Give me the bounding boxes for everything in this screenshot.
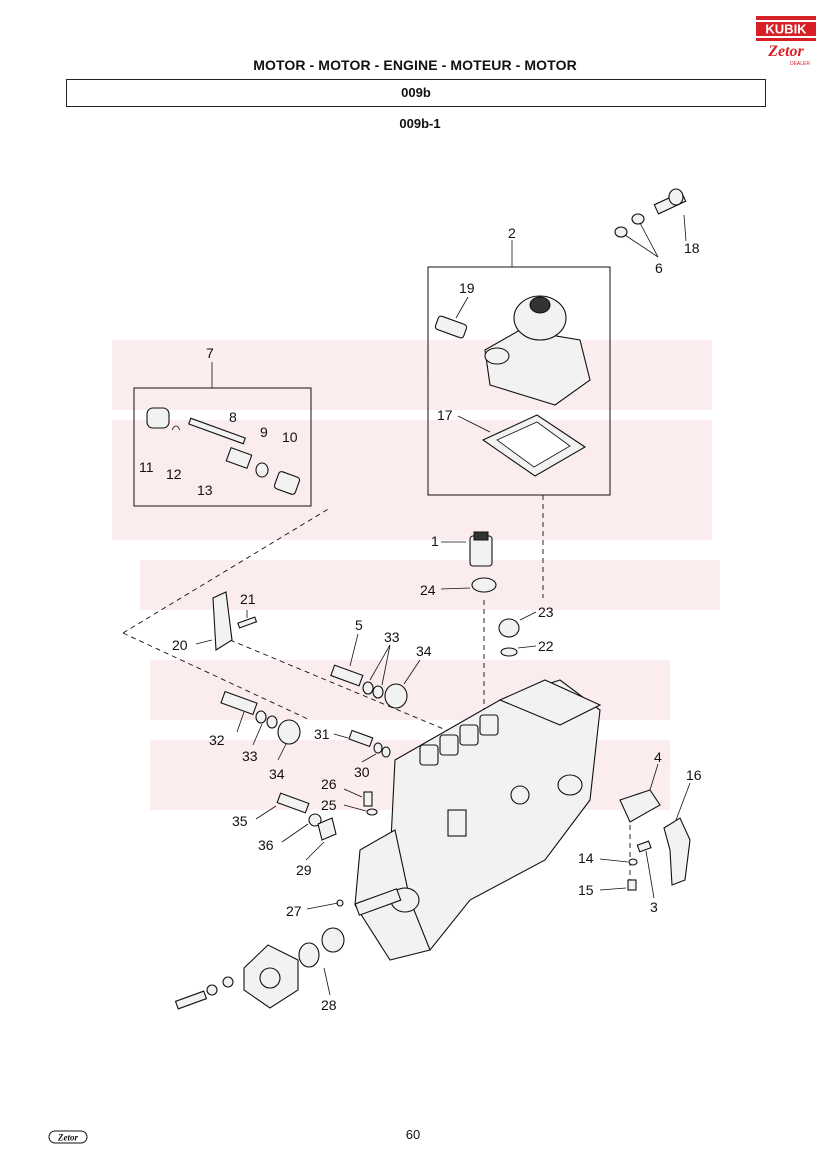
page-number: 60 [405, 1127, 421, 1142]
zetor-footer-logo-text: Zetor [57, 1133, 78, 1143]
callout-30: 30 [354, 764, 370, 780]
callout-18: 18 [684, 240, 700, 256]
callout-14: 14 [578, 850, 594, 866]
part-23-plug [498, 611, 537, 657]
part-32-banjo-screw [220, 690, 301, 761]
callout-8: 8 [229, 409, 237, 425]
part-3-screw [636, 840, 655, 899]
callout-24: 24 [420, 582, 436, 598]
callout-28: 28 [321, 997, 337, 1013]
part-15-screw [599, 879, 637, 891]
callout-7: 7 [206, 345, 214, 361]
callout-34-upper: 34 [416, 643, 432, 659]
part-26-screw [343, 788, 378, 816]
assembly-guide-lines [122, 495, 631, 880]
callout-22: 22 [538, 638, 554, 654]
callout-1: 1 [431, 533, 439, 549]
callout-33-lower: 33 [242, 748, 258, 764]
part-16-lever [663, 782, 691, 886]
callout-19: 19 [459, 280, 475, 296]
drive-flange [174, 944, 299, 1010]
callout-6: 6 [655, 260, 663, 276]
kubik-watermark [112, 340, 720, 810]
part-5-banjo-screw [330, 633, 421, 709]
dealer-logo-text: DEALER [790, 61, 810, 67]
part-2-governor-housing [484, 295, 591, 406]
callout-32: 32 [209, 732, 225, 748]
callout-21: 21 [240, 591, 256, 607]
part-14-nut [599, 858, 638, 866]
group-code-box: 009b [66, 79, 766, 107]
callout-3: 3 [650, 899, 658, 915]
assembly-box-7 [133, 362, 312, 507]
callout-20: 20 [172, 637, 188, 653]
callout-36: 36 [258, 837, 274, 853]
part-20-lever [195, 591, 258, 651]
page-title: MOTOR - MOTOR - ENGINE - MOTEUR - MOTOR [253, 57, 577, 73]
part-17-gasket [457, 414, 587, 477]
part-4-lever [619, 763, 661, 823]
subgroup-code: 009b-1 [399, 116, 441, 131]
part-19-screw-plug [434, 296, 469, 339]
callout-29: 29 [296, 862, 312, 878]
callout-25: 25 [321, 797, 337, 813]
assembly-box-2 [427, 240, 611, 496]
part-35-bolt [255, 792, 337, 861]
callout-16: 16 [686, 767, 702, 783]
callout-9: 9 [260, 424, 268, 440]
callout-34-lower: 34 [269, 766, 285, 782]
injection-pump-body [354, 679, 602, 961]
callout-13: 13 [197, 482, 213, 498]
pump-drive-shaft [298, 888, 402, 996]
callout-17: 17 [437, 407, 453, 423]
part-18-banjo-bolt [614, 188, 687, 258]
part-31-screw [333, 729, 391, 763]
callout-11: 11 [139, 459, 154, 475]
callout-10: 10 [282, 429, 298, 445]
parts-box-7-contents [146, 407, 301, 495]
callout-labels: 1 2 3 4 5 6 7 8 9 10 11 12 13 14 15 16 1… [139, 225, 702, 1013]
part-1-delivery-valve-holder [440, 531, 497, 593]
callout-15: 15 [578, 882, 594, 898]
callout-35: 35 [232, 813, 248, 829]
callout-12: 12 [166, 466, 182, 482]
callout-5: 5 [355, 617, 363, 633]
callout-31: 31 [314, 726, 330, 742]
zetor-logo-text: Zetor [767, 43, 804, 60]
callout-33-upper: 33 [384, 629, 400, 645]
callout-27: 27 [286, 903, 302, 919]
callout-4: 4 [654, 749, 662, 765]
kubik-zetor-logo: KUBIK Zetor DEALER [756, 16, 816, 67]
kubik-logo-text: KUBIK [765, 22, 807, 37]
callout-26: 26 [321, 776, 337, 792]
group-code: 009b [401, 85, 431, 100]
callout-2: 2 [508, 225, 516, 241]
callout-23: 23 [538, 604, 554, 620]
zetor-footer-logo: Zetor [48, 1130, 88, 1144]
